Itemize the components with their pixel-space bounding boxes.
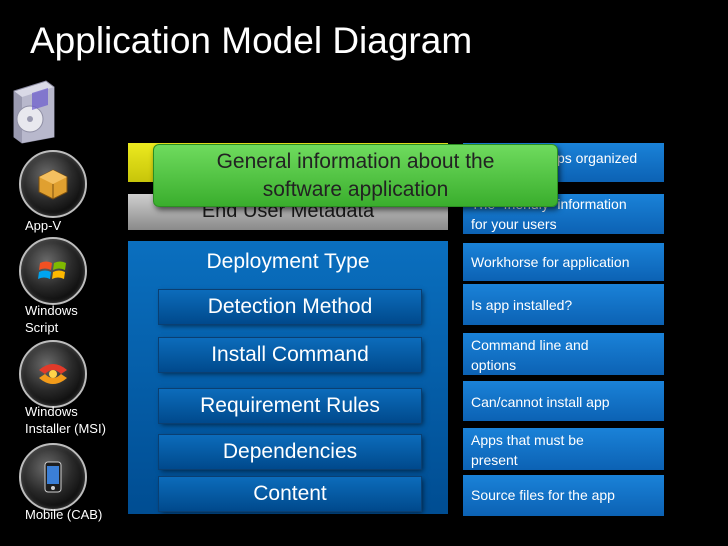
dependencies-box: Dependencies xyxy=(159,435,421,469)
application-callout: General information about the software a… xyxy=(153,144,558,207)
description-install-command: Command line and options xyxy=(463,333,664,375)
deployment-type-label: Deployment Type xyxy=(206,250,370,273)
app-v-label: App-V xyxy=(25,218,62,233)
mobile-cab-label: Mobile (CAB) xyxy=(25,507,103,522)
mobile-device-icon xyxy=(19,443,87,511)
windows-installer-label: Windows Installer (MSI) xyxy=(25,404,106,436)
description-deployment-type: Workhorse for application xyxy=(463,243,664,281)
requirement-rules-box: Requirement Rules xyxy=(159,389,421,423)
description-requirement-rules: Can/cannot install app xyxy=(463,381,664,421)
description-dependencies: Apps that must be present xyxy=(463,428,664,470)
windows-logo-icon xyxy=(19,237,87,305)
description-detection-method: Is app installed? xyxy=(463,284,664,325)
deployment-type-panel xyxy=(128,241,448,514)
app-v-icon xyxy=(19,150,87,218)
software-box-icon xyxy=(13,80,55,144)
detection-method-box: Detection Method xyxy=(159,290,421,324)
page-title: Application Model Diagram xyxy=(30,20,473,61)
windows-script-label: Windows Script xyxy=(25,303,78,335)
install-command-box: Install Command xyxy=(159,338,421,372)
content-box: Content xyxy=(159,477,421,511)
windows-installer-icon xyxy=(19,340,87,408)
description-content: Source files for the app xyxy=(463,475,664,516)
